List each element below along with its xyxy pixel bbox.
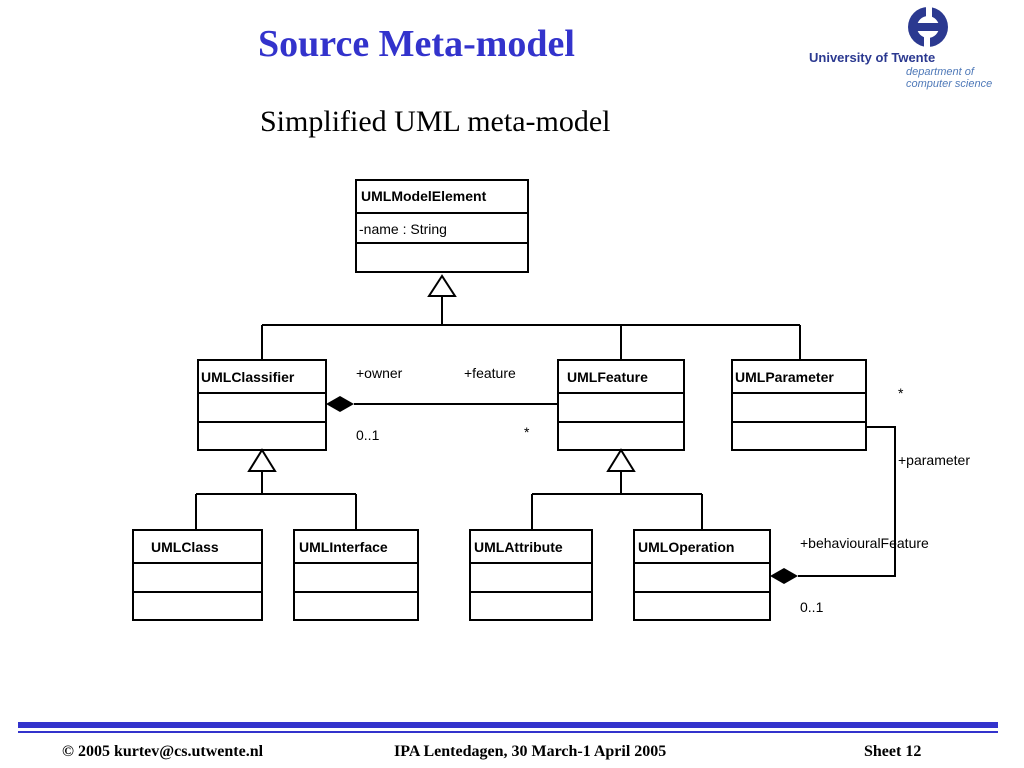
class-box-parameter: [731, 359, 867, 451]
class-box-attribute: [469, 529, 593, 621]
class-box-operation: [633, 529, 771, 621]
slide-title: Source Meta-model: [258, 23, 575, 65]
class-name-class: UMLClass: [151, 539, 219, 555]
role-feature: +feature: [464, 365, 516, 381]
uml-diagram: UMLModelElement -name : String UMLClassi…: [132, 179, 970, 621]
class-name-feature: UMLFeature: [567, 369, 648, 385]
department-name: department of computer science: [906, 66, 992, 90]
class-box-model-element: [355, 179, 529, 273]
composition-diamond-operation: [770, 568, 798, 584]
university-emblem-icon: [908, 7, 948, 47]
generalization-classifier: [195, 448, 357, 530]
role-owner: +owner: [356, 365, 403, 381]
class-name-operation: UMLOperation: [638, 539, 734, 555]
department-line-2: computer science: [906, 78, 993, 90]
university-logo: University of Twente department of compu…: [800, 4, 1024, 94]
slide-subtitle: Simplified UML meta-model: [260, 105, 611, 138]
multiplicity-feature: *: [524, 424, 530, 440]
multiplicity-owner: 0..1: [356, 427, 380, 443]
department-line-1: department of: [906, 66, 974, 78]
role-parameter: +parameter: [898, 452, 970, 468]
class-box-interface: [293, 529, 419, 621]
footer-sheet-number: Sheet 12: [864, 743, 922, 760]
footer-rule-thin: [18, 731, 998, 733]
class-box-classifier: [197, 359, 327, 451]
multiplicity-behavioural-feature: 0..1: [800, 599, 824, 615]
generalization-model-element: [261, 274, 801, 360]
composition-operation-parameter: [798, 426, 896, 577]
class-attribute-name: -name : String: [359, 221, 447, 237]
footer-copyright: © 2005 kurtev@cs.utwente.nl: [62, 743, 264, 760]
class-name-attribute: UMLAttribute: [474, 539, 563, 555]
class-box-feature: [557, 359, 685, 451]
role-behavioural-feature: +behaviouralFeature: [800, 535, 929, 551]
university-name: University of Twente: [809, 50, 936, 65]
generalization-feature: [531, 448, 703, 530]
class-name-model-element: UMLModelElement: [361, 188, 487, 204]
footer-rule-thick: [18, 722, 998, 728]
class-name-interface: UMLInterface: [299, 539, 388, 555]
composition-diamond-owner: [326, 396, 354, 412]
multiplicity-parameter: *: [898, 385, 904, 401]
class-box-class: [132, 529, 263, 621]
footer-event: IPA Lentedagen, 30 March-1 April 2005: [394, 743, 667, 760]
class-name-classifier: UMLClassifier: [201, 369, 295, 385]
class-name-parameter: UMLParameter: [735, 369, 834, 385]
